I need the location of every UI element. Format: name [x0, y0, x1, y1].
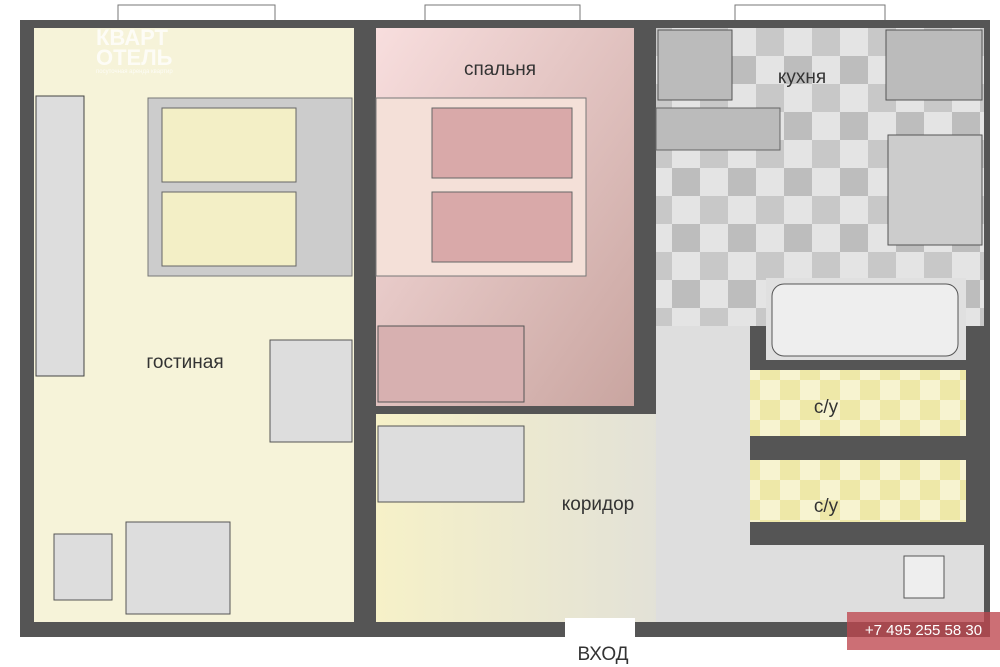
- entrance-door[interactable]: [565, 618, 635, 638]
- room-label-bath2: с/у: [813, 496, 839, 517]
- counter: [655, 107, 781, 151]
- mattress: [431, 107, 573, 179]
- table: [53, 533, 113, 601]
- phone-number[interactable]: +7 495 255 58 30: [847, 612, 1000, 650]
- sink: [887, 134, 983, 246]
- logo-line1: КВАРТ: [96, 25, 168, 50]
- logo-line2: ОТЕЛЬ: [96, 45, 173, 70]
- room-label-bath1: с/у: [813, 397, 839, 418]
- fridge: [657, 29, 733, 101]
- wardrobe: [35, 95, 85, 377]
- room-label-living: гостиная: [146, 352, 224, 373]
- room-label-corridor: коридор: [561, 494, 635, 515]
- bathtub: [771, 283, 959, 357]
- closet: [377, 325, 525, 403]
- mattress: [431, 191, 573, 263]
- window: [117, 4, 276, 22]
- room-label-bedroom: спальня: [463, 59, 537, 80]
- armchair: [269, 339, 353, 443]
- corridor-hall: [656, 326, 750, 622]
- corridor-right: [750, 545, 984, 622]
- mattress: [161, 107, 297, 183]
- window: [734, 4, 886, 22]
- toilet-1: [750, 370, 966, 436]
- stove: [885, 29, 983, 101]
- logo-tagline: посуточная аренда квартир: [96, 69, 173, 75]
- toilet-2: [750, 460, 966, 522]
- window: [424, 4, 581, 22]
- washbasin: [903, 555, 945, 599]
- entrance-label: ВХОД: [577, 644, 629, 665]
- armchair: [125, 521, 231, 615]
- logo: КВАРТ ОТЕЛЬ посуточная аренда квартир: [30, 25, 173, 76]
- room-label-kitchen: кухня: [777, 67, 827, 88]
- closet: [377, 425, 525, 503]
- mattress: [161, 191, 297, 267]
